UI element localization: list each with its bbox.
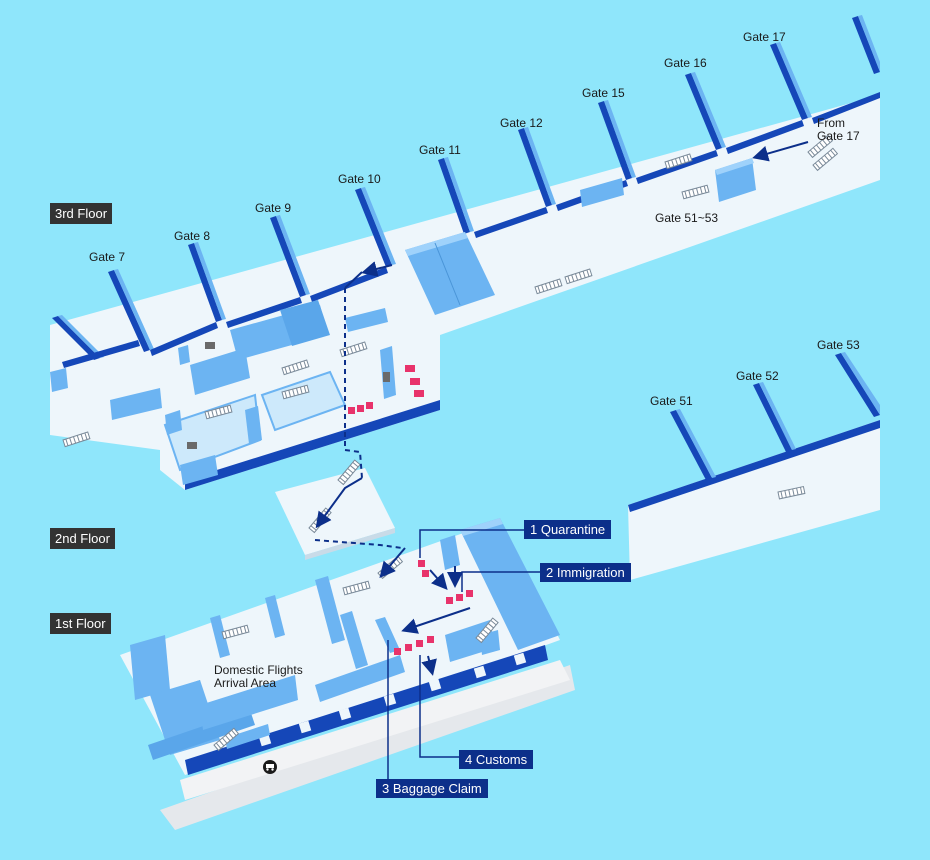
step-quarantine: 1 Quarantine xyxy=(524,520,612,539)
step-customs: 4 Customs xyxy=(459,750,534,769)
gate-label-11: Gate 11 xyxy=(419,143,461,157)
arrival-route xyxy=(314,141,809,676)
gate-label-51-53: Gate 51~53 xyxy=(655,211,719,225)
from-gate-line2: Gate 17 xyxy=(817,129,860,143)
floor-tag-2f: 2nd Floor xyxy=(50,528,115,549)
third-floor-plan xyxy=(50,15,880,490)
gate-label-51: Gate 51 xyxy=(650,394,693,408)
gate-label-12: Gate 12 xyxy=(500,116,543,130)
gate-label-53: Gate 53 xyxy=(817,338,860,352)
second-floor-plan xyxy=(275,459,395,560)
gate-label-10: Gate 10 xyxy=(338,172,381,186)
step-baggage-claim: 3 Baggage Claim xyxy=(376,779,488,798)
gate-piers xyxy=(52,16,880,360)
taxi-icon xyxy=(263,760,277,774)
floor-tag-3f: 3rd Floor xyxy=(50,203,113,224)
gate-label-9: Gate 9 xyxy=(255,201,292,215)
from-gate-line1: From xyxy=(817,116,845,130)
gate-label-52: Gate 52 xyxy=(736,369,779,383)
first-floor-plan xyxy=(120,518,575,830)
step-immigration: 2 Immigration xyxy=(540,563,631,582)
gate-51-53-satellite xyxy=(628,352,880,580)
gate-label-16: Gate 16 xyxy=(664,56,707,70)
gate-label-7: Gate 7 xyxy=(89,250,126,264)
gate-label-17: Gate 17 xyxy=(743,30,786,44)
block-gate-11 xyxy=(405,232,495,315)
domestic-arrival-area-label: Domestic Flights Arrival Area xyxy=(214,664,303,690)
gate-label-15: Gate 15 xyxy=(582,86,625,100)
domestic-line1: Domestic Flights xyxy=(214,663,303,677)
checkpoint-blocks-1f xyxy=(394,560,473,655)
gate-label-8: Gate 8 xyxy=(174,229,211,243)
third-floor-edge-wall xyxy=(185,400,440,490)
route-arrow-icon xyxy=(752,141,809,162)
domestic-line2: Arrival Area xyxy=(214,676,277,690)
from-gate-17-label: From Gate 17 xyxy=(817,117,860,143)
floor-tag-1f: 1st Floor xyxy=(50,613,111,634)
step-leader-lines xyxy=(387,529,545,780)
checkpoint-blocks-3f xyxy=(348,365,424,414)
